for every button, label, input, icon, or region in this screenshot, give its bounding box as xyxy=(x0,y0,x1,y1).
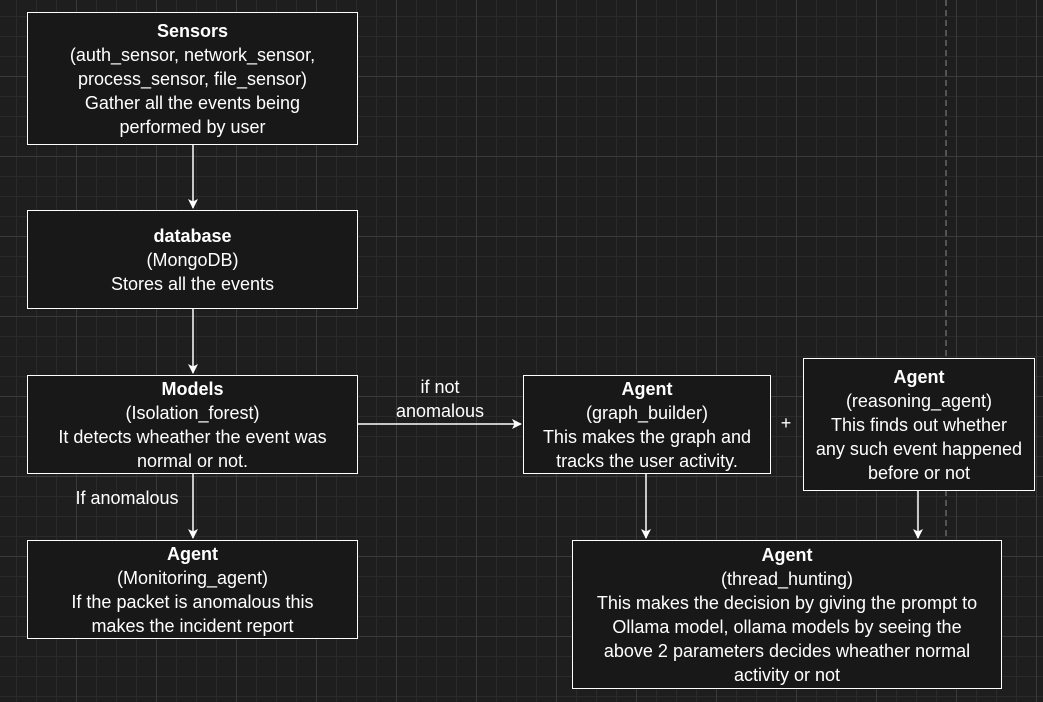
node-models[interactable]: Models (Isolation_forest) It detects whe… xyxy=(27,375,358,474)
node-models-title: Models xyxy=(161,378,224,399)
node-reasoning-agent[interactable]: Agent (reasoning_agent) This finds out w… xyxy=(803,358,1035,491)
node-thread-hunting-line: above 2 parameters decides wheather norm… xyxy=(603,640,971,661)
node-monitoring-agent-line: (Monitoring_agent) xyxy=(116,567,269,588)
node-monitoring-agent[interactable]: Agent (Monitoring_agent) If the packet i… xyxy=(27,540,358,639)
node-reasoning-agent-line: any such event happened xyxy=(815,438,1023,459)
node-database[interactable]: database (MongoDB) Stores all the events xyxy=(27,210,358,309)
node-thread-hunting-line: Ollama model, ollama models by seeing th… xyxy=(612,616,962,637)
edge-label-if-not-anomalous-line: if not xyxy=(420,377,460,397)
node-thread-hunting-line: (thread_hunting) xyxy=(720,568,854,589)
plus-sign: + xyxy=(780,413,792,433)
node-reasoning-agent-line: This finds out whether xyxy=(830,414,1008,435)
node-graph-builder-line: (graph_builder) xyxy=(585,402,709,423)
node-database-line: Stores all the events xyxy=(110,273,275,294)
node-monitoring-agent-line: makes the incident report xyxy=(91,615,294,636)
node-models-line: normal or not. xyxy=(136,450,249,471)
node-monitoring-agent-line: If the packet is anomalous this xyxy=(71,591,314,612)
node-database-title: database xyxy=(153,225,232,246)
node-models-line: (Isolation_forest) xyxy=(125,402,260,423)
node-graph-builder-line: tracks the user activity. xyxy=(556,450,738,471)
node-monitoring-agent-title: Agent xyxy=(167,543,218,564)
node-sensors-line: performed by user xyxy=(119,116,266,137)
node-graph-builder-line: This makes the graph and xyxy=(542,426,752,447)
node-sensors-line: process_sensor, file_sensor) xyxy=(77,68,308,89)
node-graph-builder[interactable]: Agent (graph_builder) This makes the gra… xyxy=(523,375,771,474)
node-thread-hunting-line: activity or not xyxy=(733,664,841,685)
node-database-line: (MongoDB) xyxy=(146,249,239,270)
node-graph-builder-title: Agent xyxy=(621,378,673,399)
node-reasoning-agent-line: before or not xyxy=(867,462,971,483)
node-reasoning-agent-title: Agent xyxy=(893,366,945,387)
node-sensors-line: Gather all the events being xyxy=(84,92,301,113)
node-thread-hunting[interactable]: Agent (thread_hunting) This makes the de… xyxy=(572,540,1002,689)
node-reasoning-agent-line: (reasoning_agent) xyxy=(845,390,993,411)
node-thread-hunting-line: This makes the decision by giving the pr… xyxy=(596,592,978,613)
node-thread-hunting-title: Agent xyxy=(761,544,813,565)
edge-label-if-anomalous: If anomalous xyxy=(75,488,179,508)
node-sensors-line: (auth_sensor, network_sensor, xyxy=(69,44,316,65)
node-sensors[interactable]: Sensors (auth_sensor, network_sensor, pr… xyxy=(27,12,358,145)
node-models-line: It detects wheather the event was xyxy=(58,426,327,447)
node-sensors-title: Sensors xyxy=(156,20,229,41)
edge-label-if-not-anomalous: if not anomalous xyxy=(380,375,500,423)
edge-label-if-not-anomalous-line: anomalous xyxy=(395,401,485,421)
